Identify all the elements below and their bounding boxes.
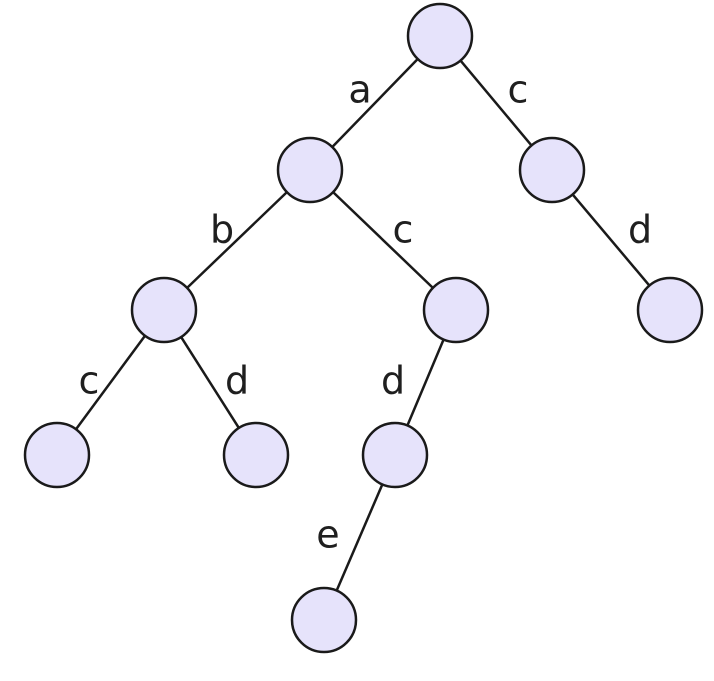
tree-node-n_c — [518, 136, 586, 204]
edge-ab-d — [180, 336, 240, 429]
edge-label-root-a: a — [348, 68, 371, 112]
tree-node-n_abd — [222, 421, 290, 489]
edge-label-ac-d: d — [381, 359, 405, 403]
edge-ac-d — [406, 339, 445, 426]
edge-root-a — [331, 58, 419, 148]
tree-node-n_acde — [290, 586, 358, 654]
edge-label-a-b: b — [210, 208, 234, 252]
edge-acd-e — [335, 483, 384, 592]
edge-label-ab-c: c — [79, 359, 100, 403]
edge-a-b — [186, 191, 288, 289]
tree-node-n_a — [276, 136, 344, 204]
edge-c-d — [571, 193, 651, 287]
tree-node-n_ab — [130, 276, 198, 344]
tree-node-n_abc — [23, 421, 91, 489]
edge-label-a-c: c — [393, 208, 414, 252]
edge-label-acd-e: e — [316, 513, 339, 557]
tree-node-n_acd — [361, 421, 429, 489]
edge-label-root-c: c — [508, 68, 529, 112]
edge-a-c — [332, 191, 434, 289]
edges-layer — [74, 58, 651, 592]
tree-node-n_ac — [422, 276, 490, 344]
edge-label-c-d: d — [628, 208, 652, 252]
edge-root-c — [459, 59, 533, 147]
edge-ab-c — [74, 335, 147, 430]
tree-node-n_cd — [636, 276, 704, 344]
nodes-layer — [23, 2, 704, 654]
edge-labels-layer: a c b c d c d d e — [79, 68, 653, 557]
tree-node-root — [406, 2, 474, 70]
edge-label-ab-d: d — [225, 359, 249, 403]
